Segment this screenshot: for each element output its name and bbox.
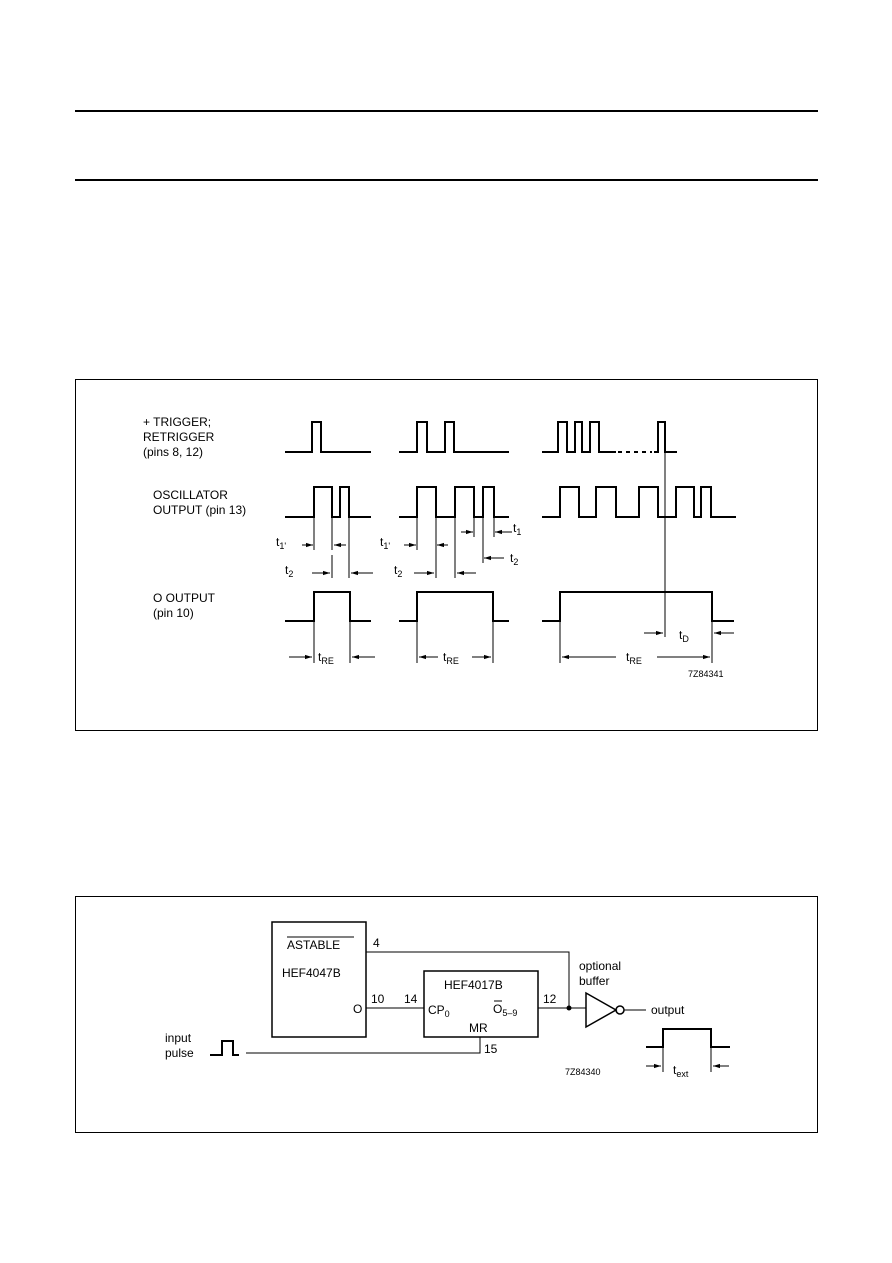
- figure-code-1: 7Z84341: [688, 669, 724, 679]
- pin-4: 4: [373, 936, 380, 950]
- mr-label: MR: [469, 1021, 488, 1035]
- pin-12: 12: [543, 992, 557, 1006]
- input-pulse-wave: [210, 1040, 239, 1056]
- tre-label-2: tRE: [443, 650, 459, 666]
- osc-wave-3: [542, 486, 736, 518]
- wire-input-to-mr: [246, 1037, 481, 1054]
- osc-label-line2: OUTPUT (pin 13): [153, 503, 246, 517]
- junction-dot: [566, 1005, 572, 1011]
- timing-diagram: + TRIGGER; RETRIGGER (pins 8, 12) OSCILL…: [143, 415, 736, 679]
- output-label: output: [651, 1003, 685, 1017]
- t1p-label-2: t1': [380, 535, 390, 551]
- q-wave-2: [399, 591, 509, 622]
- trigger-label-line2: RETRIGGER: [143, 430, 215, 444]
- osc-label-line1: OSCILLATOR: [153, 488, 228, 502]
- text-label: text: [673, 1063, 689, 1079]
- hef4017b-block: [423, 970, 539, 1038]
- trigger-wave-3a: [542, 421, 616, 453]
- optional-label: optional: [579, 959, 621, 973]
- q-output-label: O: [353, 1002, 362, 1016]
- cp0-label: CP0: [428, 1003, 450, 1019]
- trigger-label-line3: (pins 8, 12): [143, 445, 203, 459]
- second-rule: [75, 179, 818, 181]
- astable-label: ASTABLE: [287, 938, 340, 952]
- top-rule: [75, 110, 818, 112]
- t1p-label-1: t1': [276, 535, 286, 551]
- circuit-diagram: ASTABLE HEF4047B O HEF4017B CP0 O5–9 MR …: [165, 921, 730, 1079]
- trigger-wave-3b: [654, 421, 677, 453]
- hef4017b-label: HEF4017B: [444, 978, 503, 992]
- q-label-line2: (pin 10): [153, 606, 194, 620]
- tre-label-3: tRE: [626, 650, 642, 666]
- pin-14: 14: [404, 992, 418, 1006]
- circuit-diagram-frame: ASTABLE HEF4047B O HEF4017B CP0 O5–9 MR …: [75, 896, 818, 1133]
- td-label: tD: [679, 628, 689, 644]
- t1-label: t1: [513, 521, 521, 537]
- output-pulse-wave: [646, 1028, 730, 1048]
- trigger-label-line1: + TRIGGER;: [143, 415, 211, 429]
- wire-astable: [366, 951, 570, 1008]
- trigger-wave-1: [285, 421, 371, 453]
- trigger-wave-2: [399, 421, 509, 453]
- t2-label-1: t2: [285, 563, 293, 579]
- pin-15: 15: [484, 1042, 498, 1056]
- o59-label: O5–9: [493, 1002, 517, 1018]
- tre-label-1: tRE: [318, 650, 334, 666]
- osc-wave-2: [399, 486, 509, 518]
- q-wave-3: [542, 591, 734, 622]
- input-label: input: [165, 1031, 192, 1045]
- buffer-triangle: [585, 991, 618, 1029]
- hef4047b-label: HEF4047B: [282, 966, 341, 980]
- osc-wave-1: [285, 486, 371, 518]
- pin-10: 10: [371, 992, 385, 1006]
- pulse-label: pulse: [165, 1046, 194, 1060]
- timing-diagram-frame: + TRIGGER; RETRIGGER (pins 8, 12) OSCILL…: [75, 379, 818, 731]
- figure-code-2: 7Z84340: [565, 1067, 601, 1077]
- buffer-label: buffer: [579, 974, 609, 988]
- t2-label-3: t2: [510, 551, 518, 567]
- q-wave-1: [285, 591, 371, 622]
- hef4047b-block: [271, 921, 367, 1038]
- t2-label-2: t2: [394, 563, 402, 579]
- q-label-line1: O OUTPUT: [153, 591, 216, 605]
